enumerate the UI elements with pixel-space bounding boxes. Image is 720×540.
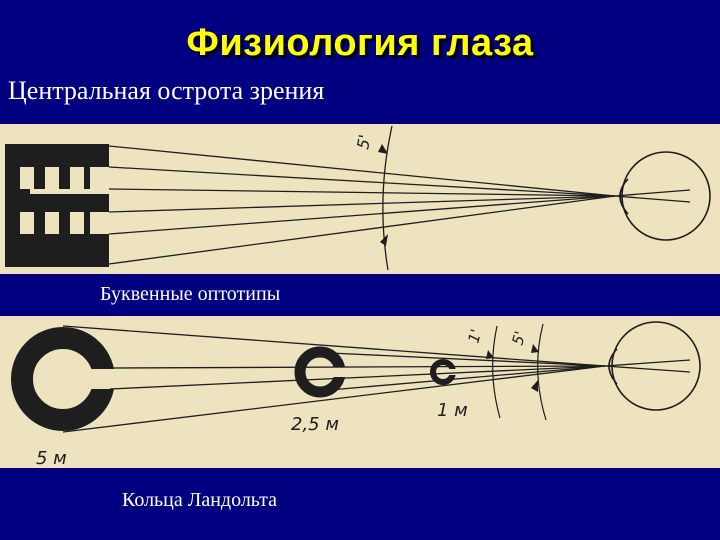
caption-letter-optotypes: Буквенные оптотипы [100,283,281,305]
distance-label-5m: 5 м [36,448,67,468]
eye-icon [619,151,711,241]
angle-label-5: 5' [508,329,529,347]
landolt-rings-diagram: 1' 5' 5 м 2,5 м 1 м [11,321,701,468]
angle-arc [378,125,393,271]
slide-title: Физиология глаза [186,22,534,64]
angle-arcs [486,323,547,421]
slide-subtitle: Центральная острота зрения [8,76,325,105]
light-rays [108,145,691,265]
letter-e-optotype [5,144,109,267]
landolt-rings-illustration: 1' 5' 5 м 2,5 м 1 м [0,316,720,468]
caption-landolt-rings: Кольца Ландольта [122,489,278,511]
eye-icon [608,321,701,411]
light-rays [62,325,691,433]
letter-optotype-illustration: 5' [0,124,720,274]
distance-label-1m: 1 м [437,400,468,421]
landolt-ring-2-5m [294,346,348,398]
landolt-ring-5m [11,327,120,431]
distance-label-2-5m: 2,5 м [291,414,339,435]
landolt-ring-1m [430,359,457,385]
angle-label-1: 1' [464,327,485,345]
angle-label: 5' [353,133,374,151]
letter-optotype-diagram: 5' [5,125,711,271]
